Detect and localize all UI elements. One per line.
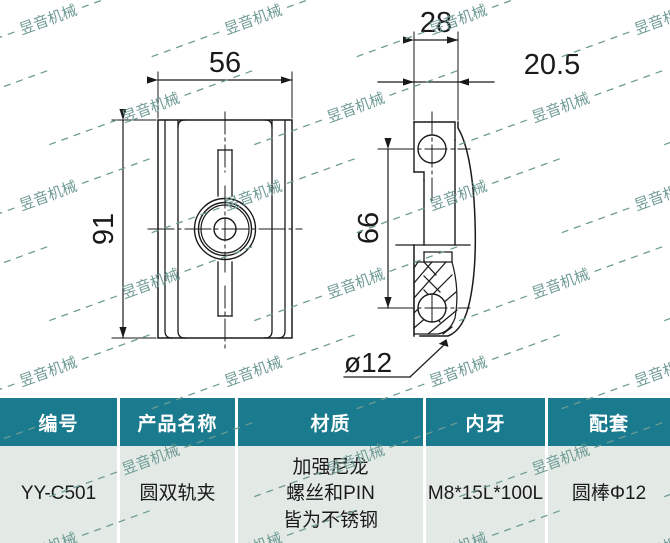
spec-table: 编号 产品名称 材质 内牙 配套 YY-C501 圆双轨夹 加强尼龙 螺丝和PI…: [0, 398, 670, 543]
technical-drawing-area: 56 91 28 20.5 66 ø12: [88, 7, 581, 378]
table-header-cell-inner-thread: 内牙: [426, 398, 548, 446]
dimension-label-91: 91: [88, 213, 120, 245]
dimension-label-diameter-12: ø12: [344, 347, 392, 378]
drawing-canvas: 56 91 28 20.5 66 ø12: [88, 7, 580, 378]
table-cell-accessory: 圆棒Φ12: [548, 446, 670, 543]
table-header-row: 编号 产品名称 材质 内牙 配套: [0, 398, 670, 446]
dimension-label-20-5: 20.5: [524, 49, 580, 81]
table-cell-material-text: 加强尼龙 螺丝和PIN 皆为不锈钢: [282, 457, 378, 531]
side-view-dimensions: [343, 31, 495, 378]
table-cell-code: YY-C501: [0, 446, 120, 543]
table-header-cell-product-name: 产品名称: [120, 398, 238, 446]
front-view-dimensions: [111, 71, 293, 339]
front-view-geometry: [147, 111, 303, 349]
table-cell-product-name: 圆双轨夹: [120, 446, 238, 543]
table-body-row: YY-C501 圆双轨夹 加强尼龙 螺丝和PIN 皆为不锈钢 M8*15L*10…: [0, 446, 670, 543]
dimension-label-56: 56: [209, 47, 241, 79]
table-cell-material: 加强尼龙 螺丝和PIN 皆为不锈钢: [238, 446, 426, 543]
dimension-label-28: 28: [420, 7, 452, 39]
table-header-cell-material: 材质: [238, 398, 426, 446]
table-header-cell-code: 编号: [0, 398, 120, 446]
dimension-label-66: 66: [353, 212, 385, 244]
table-cell-inner-thread: M8*15L*100L: [426, 446, 548, 543]
side-view-geometry: [391, 111, 477, 337]
table-header-cell-accessory: 配套: [548, 398, 670, 446]
